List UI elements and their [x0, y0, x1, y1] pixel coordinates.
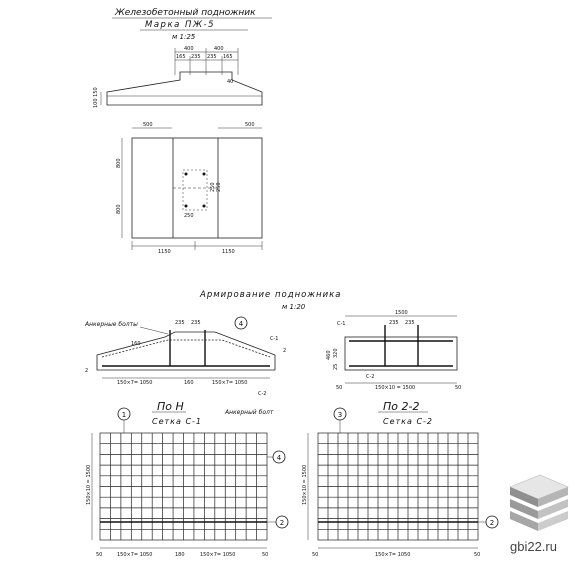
view-title-right: По 2-2 [383, 400, 419, 413]
elev-dim-right: 40 [227, 79, 233, 85]
anchor-bolts-label: Анкерные болты [84, 321, 138, 328]
reinforcement-title: Армирование подножника [199, 290, 341, 300]
mesh-label-c1: С-1 [270, 336, 278, 342]
reinf-bottom-dim-left: 150×7= 1050 [117, 380, 152, 386]
view-subtitle-right: Сетка С-2 [383, 417, 433, 426]
elev-sub-dim-2: 235 [191, 54, 201, 60]
view-title-left: По Н [157, 400, 184, 413]
left-circle-2-text: 2 [280, 519, 284, 527]
elev-dim-left: 100 150 [93, 87, 99, 108]
plan-dim-left-upper: 800 [116, 158, 122, 168]
mark-circle-4-text: 4 [239, 320, 244, 328]
reinf-left-dim: 160 [131, 341, 141, 347]
left-grid-side-dim: 150×10 = 1500 [86, 465, 92, 505]
mark-label: Марка ПЖ-5 [145, 20, 215, 30]
left-circle-1-text: 1 [122, 411, 126, 419]
right-circle-2-text: 2 [490, 519, 494, 527]
reinf-mid-dim: 160 [184, 380, 194, 386]
reinforcement-section: Анкерные болты 235 235 160 4 С-1 С-2 2 2… [84, 316, 286, 397]
elev-dim-400-left: 400 [184, 46, 194, 52]
stacked-slabs-logo [509, 474, 569, 531]
section-mark-left: 2 [85, 368, 88, 374]
side-bottom-dim-3: 50 [455, 385, 461, 391]
mesh-label-c2: С-2 [258, 391, 266, 397]
elev-sub-dim-4: 165 [223, 54, 233, 60]
right-grid-side-dim: 150×10 = 1500 [302, 465, 308, 505]
plan-dim-bottom-left: 1150 [158, 249, 171, 255]
plan-dim-top-right: 500 [245, 122, 255, 128]
reinf-top-dim-1: 235 [175, 320, 185, 326]
side-bottom-dim-1: 50 [336, 385, 342, 391]
right-grid-dim-2: 150×7= 1050 [375, 552, 410, 558]
side-left-dim-2: 25 [333, 364, 339, 370]
reinf-bottom-dim-right: 150×7= 1050 [212, 380, 247, 386]
plan-dim-inner-1: 250 [210, 182, 216, 192]
side-left-dim-3: 320 [333, 348, 339, 358]
elev-sub-dim-1: 165 [176, 54, 186, 60]
view-subtitle-left: Сетка С-1 [152, 417, 202, 426]
left-grid-dim-2: 150×7= 1050 [117, 552, 152, 558]
mark-circle-4 [234, 316, 248, 330]
mesh-grid-c2: 150×10 = 1500 50 150×7= 1050 50 3 2 [302, 407, 499, 558]
left-grid-dim-3: 180 [175, 552, 185, 558]
anchor-bolt-label: Анкерный болт [224, 409, 274, 416]
left-grid-dim-1: 50 [96, 552, 102, 558]
elevation-view: 400 400 165 235 235 165 40 100 150 [93, 46, 263, 108]
side-mesh-c1: С-1 [337, 321, 345, 327]
left-grid-dim-5: 50 [262, 552, 268, 558]
reinf-top-dim-2: 235 [191, 320, 201, 326]
sheet-title: Железобетонный подножник [114, 8, 256, 18]
left-grid-dim-4: 150×7= 1050 [200, 552, 235, 558]
reinforcement-scale: м 1:20 [282, 303, 306, 311]
plan-dim-inner-3: 250 [184, 213, 194, 219]
elev-sub-dim-3: 235 [207, 54, 217, 60]
plan-dim-inner-2: 250 [216, 182, 222, 192]
scale-label-top: м 1:25 [172, 33, 196, 41]
elev-dim-400-right: 400 [214, 46, 224, 52]
reinforcement-side-section: 1500 235 235 460 25 320 С-1 С-2 50 150×1… [326, 310, 461, 391]
plan-dim-left-lower: 800 [116, 204, 122, 214]
side-sub-dim-2: 235 [405, 320, 415, 326]
section-mark-right: 2 [283, 348, 286, 354]
right-circle-3-text: 3 [338, 411, 342, 419]
plan-view: 500 500 800 800 250 250 250 1150 1150 [116, 122, 263, 255]
watermark-text: gbi22.ru [510, 539, 557, 554]
right-grid-dim-1: 50 [312, 552, 318, 558]
plan-dim-top-left: 500 [143, 122, 153, 128]
right-grid-dim-3: 50 [474, 552, 480, 558]
left-circle-4-text: 4 [277, 454, 282, 462]
side-mesh-c2: С-2 [366, 374, 374, 380]
side-left-dim-1: 460 [326, 350, 332, 360]
side-bottom-dim-2: 150×10 = 1500 [375, 385, 415, 391]
side-sub-dim-1: 235 [389, 320, 399, 326]
side-top-dim: 1500 [395, 310, 408, 316]
plan-dim-bottom-right: 1150 [222, 249, 235, 255]
mesh-grid-c1: 150×10 = 1500 50 150×7= 1050 180 150×7= … [86, 407, 289, 558]
